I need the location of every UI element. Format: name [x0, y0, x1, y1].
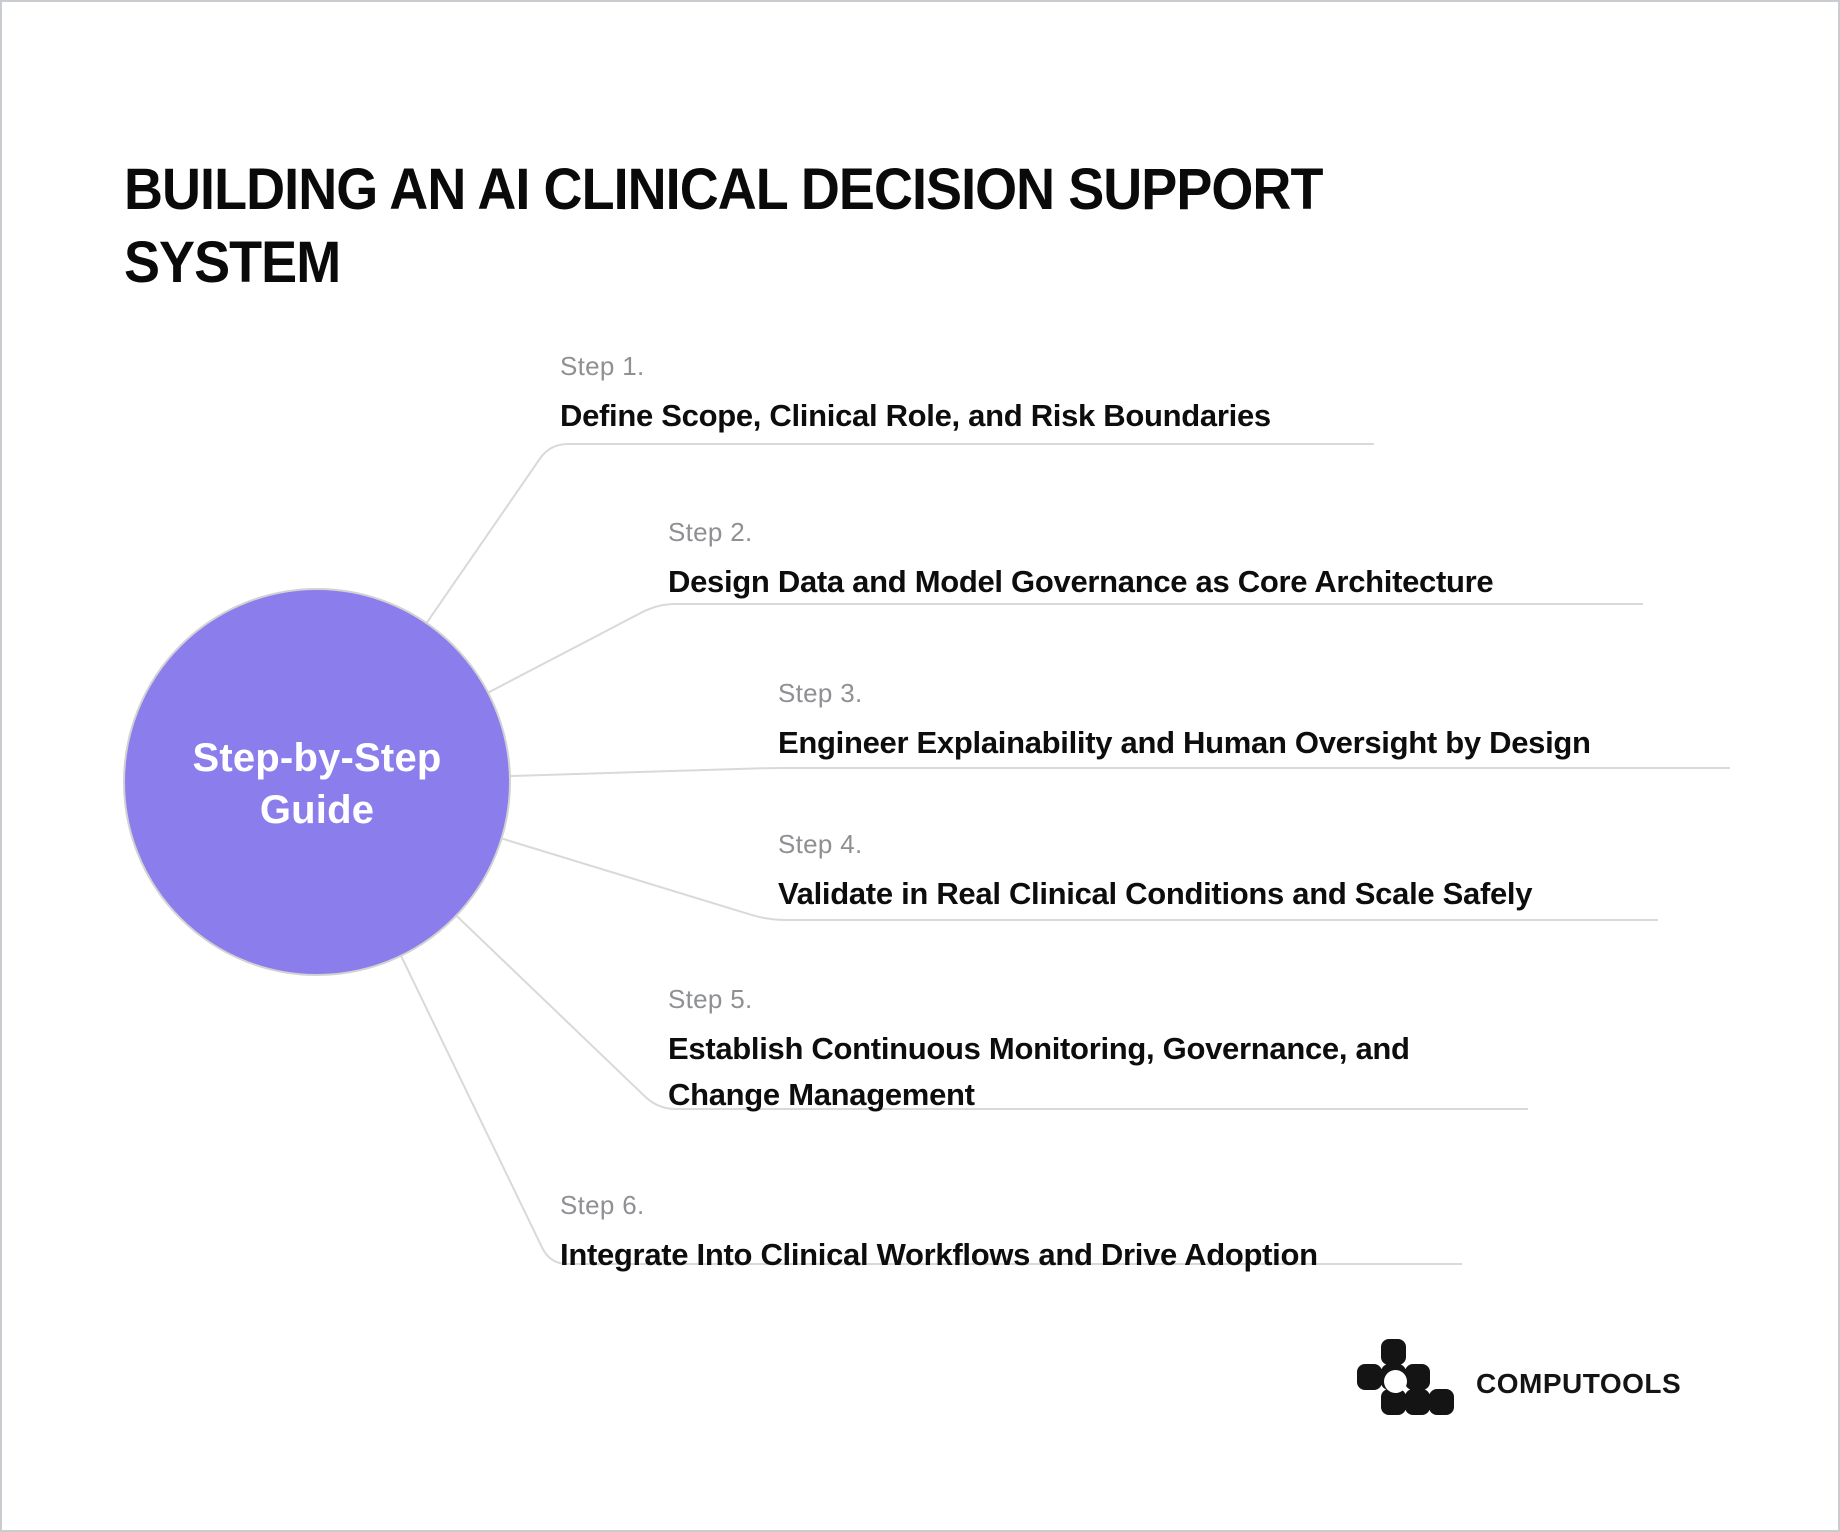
step-title-line-1: Establish Continuous Monitoring, Governa…	[668, 1031, 1410, 1066]
step-item-2: Step 2. Design Data and Model Governance…	[668, 515, 1494, 605]
step-number-label: Step 2.	[668, 517, 753, 547]
connector-step-5	[316, 781, 1528, 1110]
page-title: BUILDING AN AI CLINICAL DECISION SUPPORT…	[124, 156, 1323, 295]
connector-step-2	[316, 603, 1643, 783]
hub-circle	[123, 588, 511, 976]
step-number-label: Step 6.	[560, 1190, 645, 1220]
step-title: Validate in Real Clinical Conditions and…	[778, 876, 1533, 911]
step-title: Define Scope, Clinical Role, and Risk Bo…	[560, 398, 1271, 433]
step-title: Design Data and Model Governance as Core…	[668, 564, 1494, 599]
connector-step-6	[316, 781, 1462, 1265]
hub-label: Step-by-Step Guide	[192, 736, 442, 832]
step-number-label: Step 5.	[668, 984, 753, 1014]
logo-notch	[1384, 1370, 1407, 1393]
connector-step-4	[316, 781, 1658, 921]
step-item-1: Step 1. Define Scope, Clinical Role, and…	[560, 349, 1271, 439]
step-number-label: Step 1.	[560, 351, 645, 381]
brand-footer: COMPUTOOLS	[1357, 1339, 1681, 1415]
step-item-6: Step 6. Integrate Into Clinical Workflow…	[560, 1188, 1318, 1278]
step-title: Engineer Explainability and Human Oversi…	[778, 725, 1591, 760]
step-item-5: Step 5. Establish Continuous Monitoring,…	[668, 982, 1410, 1118]
step-number-label: Step 3.	[778, 678, 863, 708]
step-item-3: Step 3. Engineer Explainability and Huma…	[778, 676, 1591, 766]
connector-step-1	[316, 443, 1374, 783]
step-connector-lines	[316, 443, 1730, 1265]
computools-logo-icon	[1357, 1339, 1454, 1415]
connector-step-3	[316, 767, 1730, 783]
step-title-line-2: Change Management	[668, 1077, 975, 1112]
step-number-label: Step 4.	[778, 829, 863, 859]
step-title: Integrate Into Clinical Workflows and Dr…	[560, 1237, 1318, 1272]
step-item-4: Step 4. Validate in Real Clinical Condit…	[778, 827, 1532, 917]
brand-name: COMPUTOOLS	[1476, 1368, 1682, 1399]
